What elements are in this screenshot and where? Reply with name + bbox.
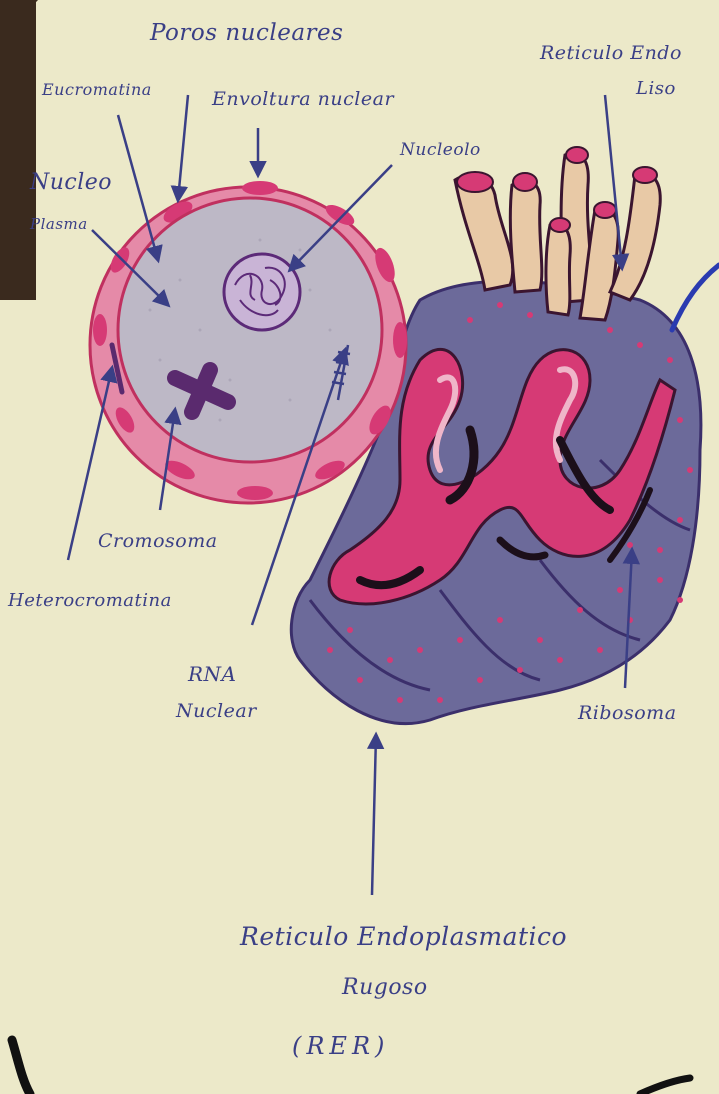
ser-tube xyxy=(510,181,542,292)
table-edge xyxy=(0,0,36,300)
label-plasma: Plasma xyxy=(30,215,88,233)
label-rer-line1: Reticulo Endoplasmatico xyxy=(240,922,567,951)
ser-tip xyxy=(566,147,588,163)
label-reticulo-liso-line2: Liso xyxy=(636,78,676,99)
label-nucleolo: Nucleolo xyxy=(400,140,481,160)
ser-tip xyxy=(550,218,570,232)
label-heterocromatina: Heterocromatina xyxy=(8,590,172,611)
label-ribosoma: Ribosoma xyxy=(578,702,677,724)
label-eucromatina: Eucromatina xyxy=(42,80,152,99)
ser-tip xyxy=(457,172,493,192)
ser-tube xyxy=(546,224,570,315)
label-nucleo: Nucleo xyxy=(30,170,112,195)
label-reticulo-liso-line1: Reticulo Endo xyxy=(540,42,682,64)
label-poros-nucleares: Poros nucleares xyxy=(150,20,343,46)
label-rna: RNA xyxy=(188,662,237,686)
label-nuclear: Nuclear xyxy=(176,700,257,722)
ser-tip xyxy=(594,202,616,218)
label-rer-line2: Rugoso xyxy=(342,975,428,1000)
nucleoplasm xyxy=(118,198,382,462)
ser-tip xyxy=(633,167,657,183)
ser-tip xyxy=(513,173,537,191)
label-rer-line3: (RER) xyxy=(292,1032,389,1060)
label-envoltura-nuclear: Envoltura nuclear xyxy=(212,88,394,110)
label-cromosoma: Cromosoma xyxy=(98,530,218,552)
